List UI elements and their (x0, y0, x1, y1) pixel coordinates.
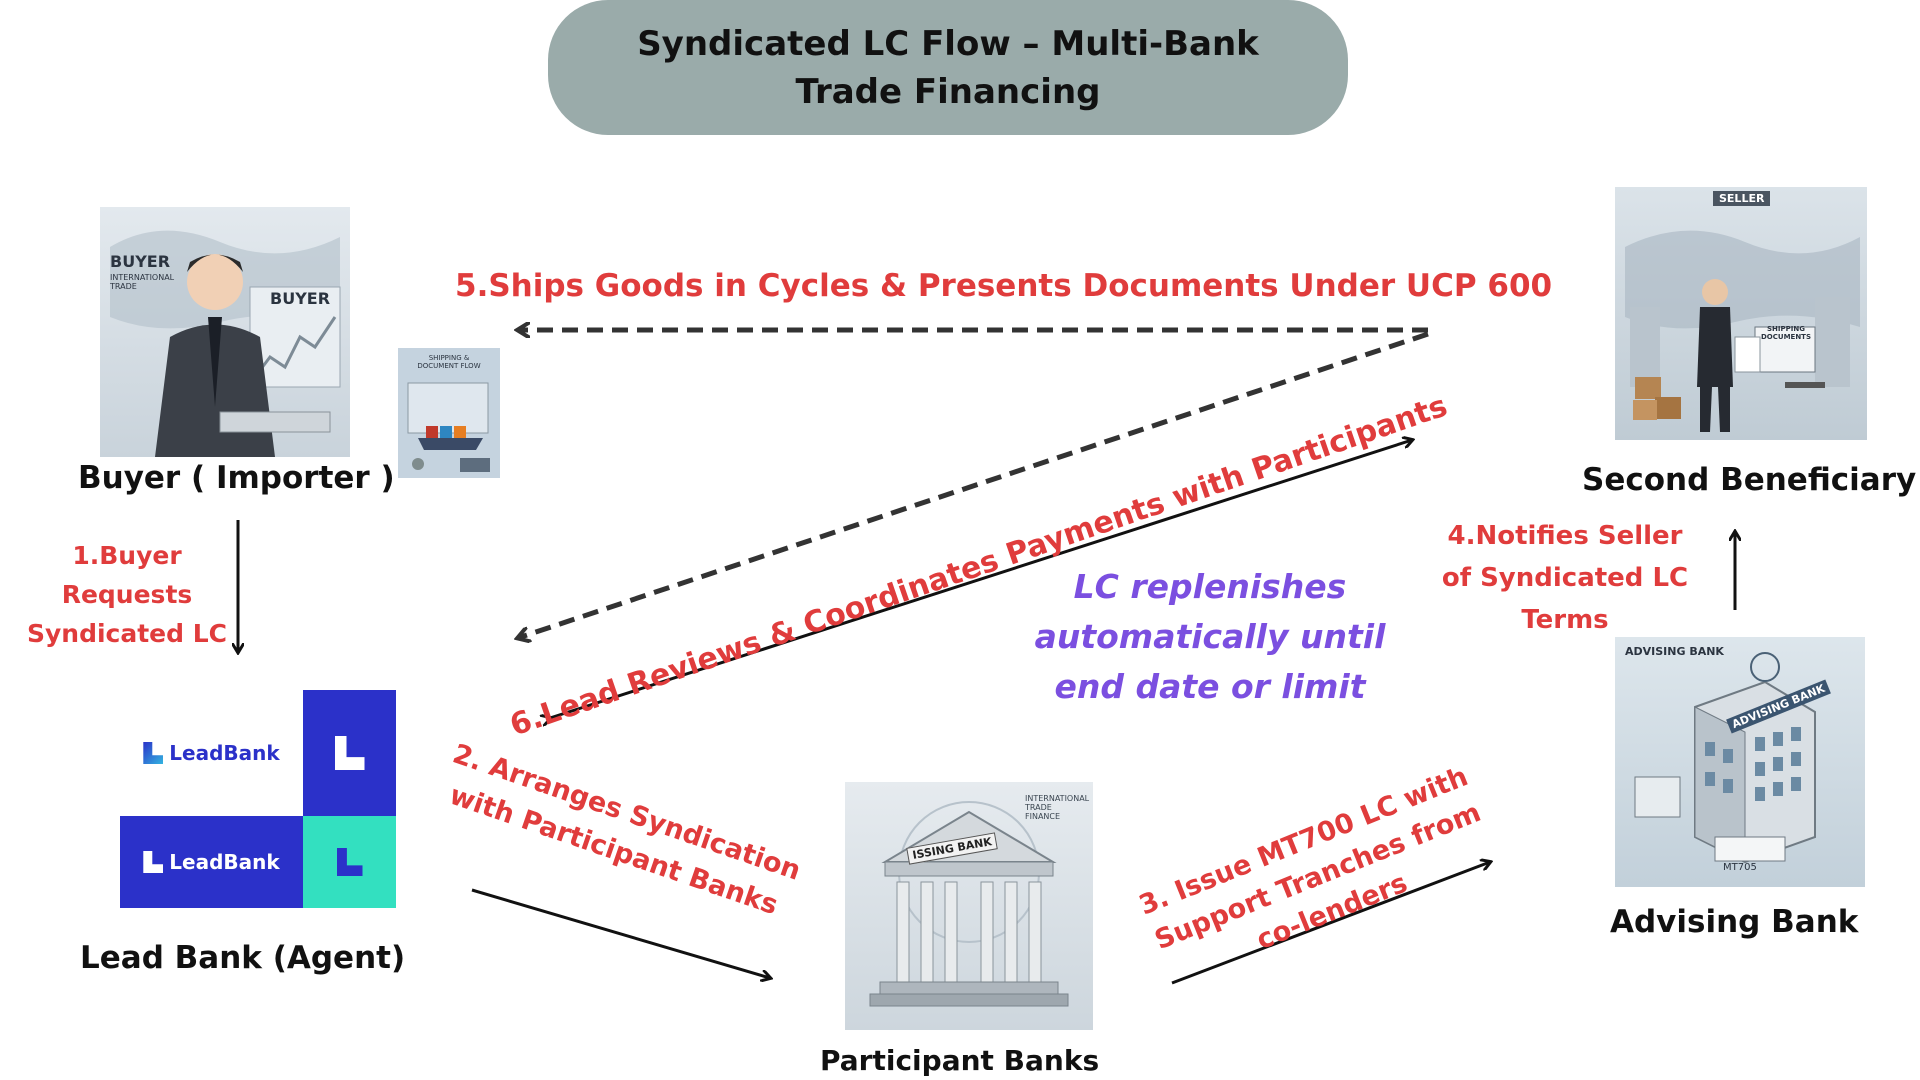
step-1-label: 1.Buyer Requests Syndicated LC (26, 541, 228, 648)
arrow-step-2 (471, 888, 770, 978)
seller-image-tag: SELLER (1713, 191, 1771, 206)
logo-tile-blue-square (303, 690, 396, 816)
buyer-image-text-2: INTERNATIONAL TRADE (110, 273, 175, 291)
arrow-step-6 (550, 440, 1412, 718)
lead-bank-label: Lead Bank (Agent) (80, 940, 406, 976)
seller-image-docs: SHIPPING DOCUMENTS (1760, 325, 1811, 341)
leadbank-logo-icon-white (143, 851, 164, 873)
buyer-image-text-3: BUYER (270, 289, 331, 308)
logo-tile-blue-wide: LeadBank (120, 816, 303, 908)
leadbank-mark-icon-top (334, 736, 365, 770)
replenish-note: LC replenishes automatically until end d… (1034, 567, 1386, 706)
lead-bank-logo: LeadBank LeadBank (120, 690, 396, 908)
logo-tile-teal (303, 816, 396, 908)
step-4-label: 4.Notifies Seller of Syndicated LC Terms (1441, 521, 1689, 635)
participant-banks-image: ISSING BANK INTERNATIONAL TRADE FINANCE (845, 782, 1093, 1030)
shipping-thumbnail: SHIPPING & DOCUMENT FLOW (398, 348, 500, 478)
buyer-label: Buyer ( Importer ) (78, 460, 395, 496)
diagram-title: Syndicated LC Flow – Multi-Bank Trade Fi… (548, 0, 1348, 135)
buyer-image-text-1: BUYER (110, 252, 171, 271)
leadbank-logo-text-bottom: LeadBank (169, 850, 280, 874)
shipping-thumbnail-text: SHIPPING & DOCUMENT FLOW (417, 354, 481, 370)
advising-bank-label: Advising Bank (1610, 904, 1859, 940)
buyer-image: BUYER INTERNATIONAL TRADE BUYER (100, 207, 350, 457)
advising-bank-image: ADVISING BANK ADVISING BANK MT705 (1615, 637, 1865, 887)
advising-bank-image-text-2: MT705 (1723, 862, 1757, 873)
seller-label: Second Beneficiary (1582, 462, 1917, 498)
leadbank-logo-icon (143, 742, 164, 764)
participant-banks-label: Participant Banks (820, 1044, 1100, 1077)
participant-banks-image-text: INTERNATIONAL TRADE FINANCE (1025, 794, 1090, 821)
seller-image: SELLER SHIPPING DOCUMENTS (1615, 187, 1867, 440)
arrow-step-3 (1171, 862, 1490, 985)
leadbank-mark-icon-bottom (336, 848, 363, 876)
logo-tile-light: LeadBank (120, 690, 303, 816)
advising-bank-image-text-1: ADVISING BANK (1625, 645, 1724, 658)
leadbank-logo-text-top: LeadBank (169, 741, 280, 765)
step-5-label: 5.Ships Goods in Cycles & Presents Docum… (455, 268, 1553, 304)
